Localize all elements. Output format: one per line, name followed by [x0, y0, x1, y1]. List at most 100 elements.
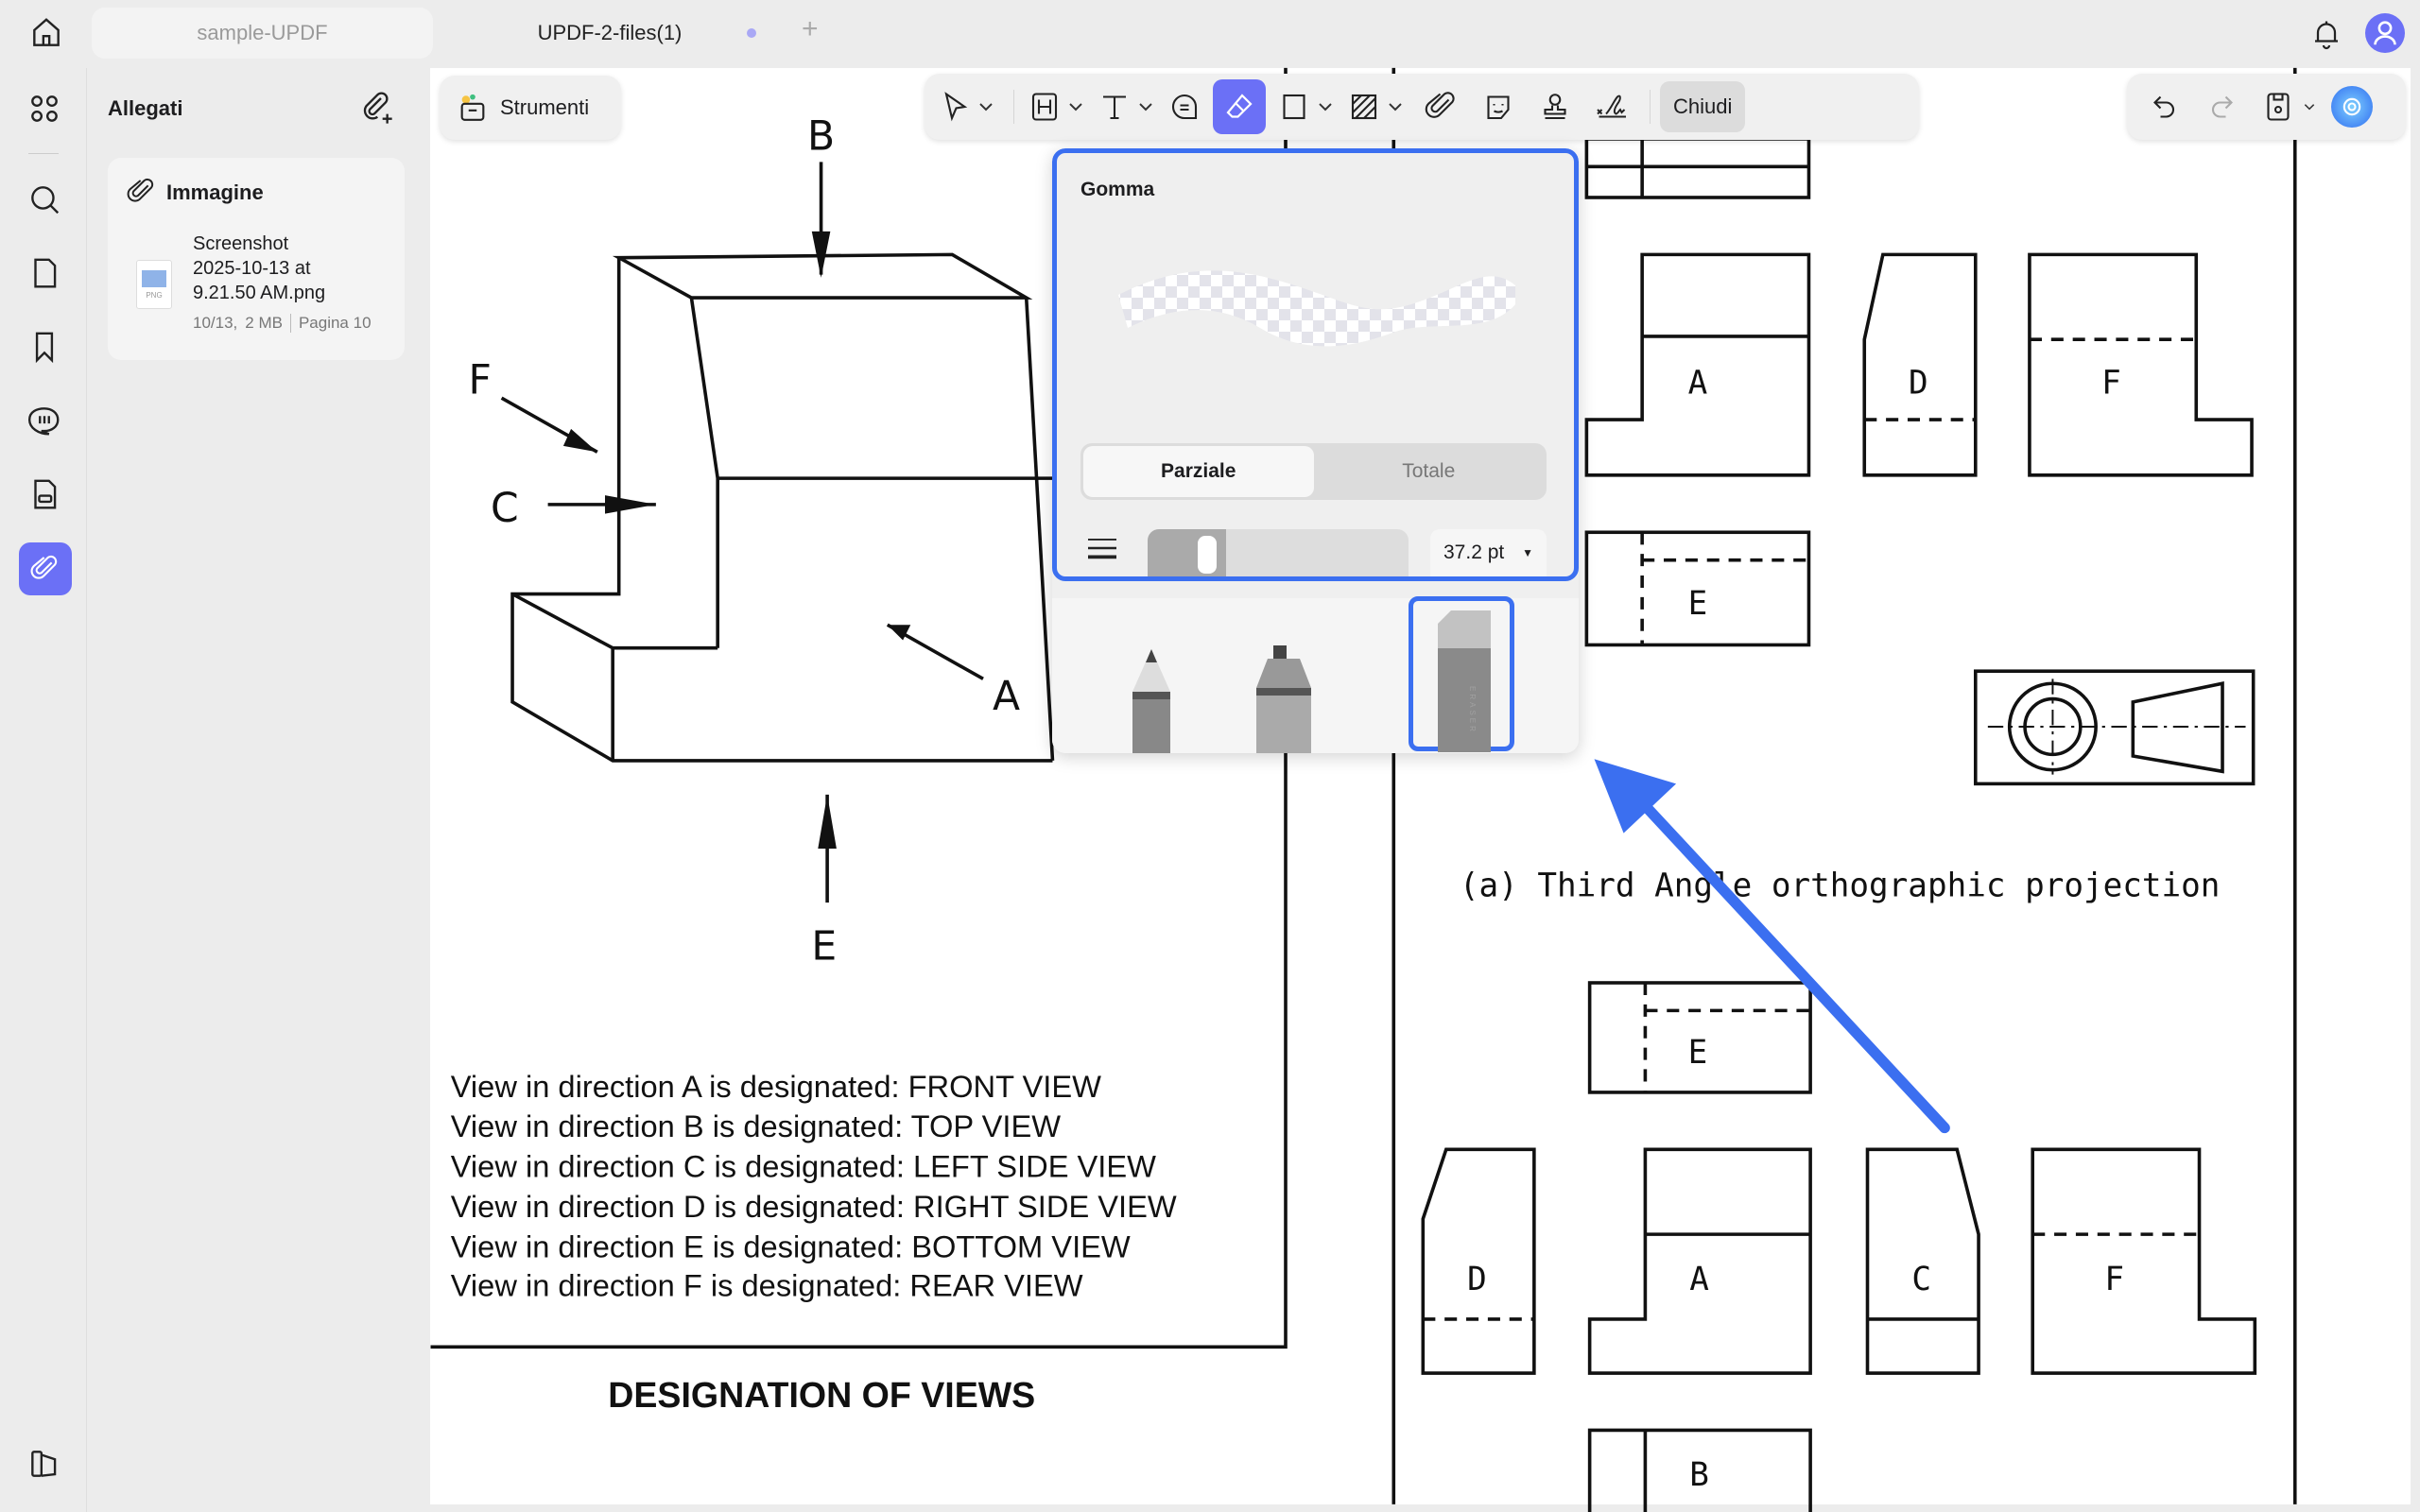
eraser-popover: Gomma Parziale Totale 37.2 pt▼ ERASER — [1052, 148, 1579, 753]
sticker-tool-icon[interactable] — [1478, 86, 1519, 128]
signature-tool-icon[interactable] — [1591, 86, 1633, 128]
bookmark-icon[interactable] — [26, 329, 62, 365]
eraser-block-icon — [1438, 610, 1491, 752]
home-icon[interactable] — [28, 15, 64, 51]
comment-tool-icon[interactable] — [1164, 86, 1205, 128]
ai-assistant-icon[interactable] — [2331, 86, 2373, 128]
area-fill-tool-icon[interactable] — [1343, 86, 1385, 128]
redo-icon[interactable] — [2201, 86, 2242, 128]
close-toolbar-button[interactable]: Chiudi — [1660, 81, 1746, 132]
new-tab-button[interactable]: + — [802, 13, 819, 44]
divider — [1650, 90, 1651, 124]
pencil-icon[interactable] — [1128, 649, 1175, 753]
pages-icon[interactable] — [26, 255, 62, 291]
designation-heading: DESIGNATION OF VIEWS — [608, 1375, 1035, 1415]
view-e: E — [1688, 585, 1708, 623]
attachments-icon[interactable] — [19, 542, 72, 595]
panel-title: Allegati — [108, 96, 183, 120]
tools-button[interactable]: Strumenti — [440, 76, 621, 140]
eraser-title: Gomma — [1080, 179, 1155, 200]
chevron-down-icon[interactable] — [1387, 100, 1404, 113]
chevron-down-icon[interactable] — [2303, 102, 2316, 112]
attachment-item[interactable]: PNG Screenshot 2025-10-13 at 9.21.50 AM.… — [108, 224, 405, 356]
label-e: E — [811, 924, 837, 971]
view-c: C — [1911, 1261, 1931, 1298]
orthographic-views — [1421, 137, 2257, 1512]
chevron-down-icon[interactable] — [1317, 100, 1334, 113]
bell-icon[interactable] — [2309, 17, 2343, 51]
designation-line: View in direction F is designated: REAR … — [451, 1267, 1083, 1302]
view-f: F — [2101, 364, 2121, 402]
forms-icon[interactable] — [26, 476, 62, 512]
eraser-settings-highlight — [1052, 148, 1579, 581]
designation-line: View in direction A is designated: FRONT… — [451, 1069, 1101, 1104]
view-e-2: E — [1688, 1034, 1708, 1072]
comments-icon[interactable] — [26, 403, 62, 438]
designation-line: View in direction E is designated: BOTTO… — [451, 1229, 1131, 1264]
designation-line: View in direction B is designated: TOP V… — [451, 1108, 1061, 1143]
projection-caption: (a) Third Angle orthographic projection — [1460, 868, 2221, 905]
view-f-2: F — [2104, 1261, 2124, 1298]
tab-updf-2-files[interactable]: UPDF-2-files(1) — [444, 8, 775, 59]
eraser-preview-stroke — [1118, 270, 1515, 347]
select-tool-icon[interactable] — [934, 86, 976, 128]
view-d-2: D — [1467, 1261, 1487, 1298]
size-dropdown[interactable]: 37.2 pt▼ — [1430, 529, 1547, 576]
chevron-down-icon[interactable] — [1067, 100, 1084, 113]
eraser-mode-segmented: Parziale Totale — [1080, 443, 1547, 500]
rail-divider — [28, 153, 59, 154]
size-slider-thumb[interactable] — [1197, 536, 1217, 574]
search-icon[interactable] — [26, 181, 62, 217]
annotation-arrow — [1594, 759, 1950, 1134]
tab-sample-updf[interactable]: sample-UPDF — [92, 8, 433, 59]
settings-panel-icon[interactable] — [26, 1446, 62, 1482]
eraser-brand-text: ERASER — [1468, 686, 1477, 734]
isometric-block — [510, 252, 1055, 763]
chevron-down-icon[interactable] — [977, 100, 994, 113]
user-avatar[interactable] — [2365, 13, 2405, 53]
line-weight-icon — [1088, 536, 1116, 560]
unsaved-dot — [747, 28, 756, 38]
right-toolbar — [2127, 74, 2406, 140]
designation-line: View in direction C is designated: LEFT … — [451, 1149, 1156, 1184]
png-file-icon: PNG — [136, 260, 172, 309]
marker-icon[interactable] — [1253, 645, 1315, 753]
rectangle-tool-icon[interactable] — [1273, 86, 1315, 128]
view-d: D — [1909, 364, 1928, 402]
attachments-panel: Allegati Immagine PNG Screenshot 2025-10… — [88, 68, 428, 1512]
label-b: B — [807, 113, 835, 160]
mode-partial[interactable]: Parziale — [1083, 446, 1314, 497]
annotation-toolbar: Chiudi — [925, 74, 1919, 140]
view-a-2: A — [1689, 1261, 1709, 1298]
thumbnails-icon[interactable] — [26, 91, 62, 127]
view-b: B — [1689, 1456, 1709, 1494]
label-c: C — [491, 486, 519, 532]
chevron-down-icon[interactable] — [1137, 100, 1154, 113]
left-rail — [0, 68, 87, 1512]
attach-file-tool-icon[interactable] — [1421, 86, 1462, 128]
attachment-filename: Screenshot 2025-10-13 at 9.21.50 AM.png — [193, 233, 326, 303]
designation-line: View in direction D is designated: RIGHT… — [451, 1189, 1177, 1224]
eraser-tool-icon[interactable] — [1213, 79, 1266, 134]
highlight-tool-icon[interactable] — [1024, 86, 1065, 128]
undo-icon[interactable] — [2144, 86, 2186, 128]
paperclip-icon — [127, 177, 157, 207]
save-icon[interactable] — [2257, 86, 2299, 128]
group-label: Immagine — [166, 180, 264, 204]
dropdown-arrow-icon: ▼ — [1522, 546, 1533, 559]
tab-bar: sample-UPDF UPDF-2-files(1) + — [0, 0, 2420, 68]
eraser-type-row: ERASER — [1052, 596, 1579, 753]
view-arrows — [500, 162, 984, 903]
add-attachment-icon[interactable] — [357, 89, 395, 127]
stamp-tool-icon[interactable] — [1534, 86, 1576, 128]
view-a: A — [1688, 364, 1708, 402]
toolbox-icon — [457, 92, 489, 124]
eraser-type-selected[interactable]: ERASER — [1409, 596, 1514, 752]
label-a: A — [993, 674, 1020, 720]
mode-total[interactable]: Totale — [1402, 460, 1456, 482]
label-f: F — [469, 357, 492, 404]
divider — [1013, 90, 1014, 124]
text-tool-icon[interactable] — [1094, 86, 1135, 128]
size-slider[interactable] — [1148, 529, 1409, 576]
